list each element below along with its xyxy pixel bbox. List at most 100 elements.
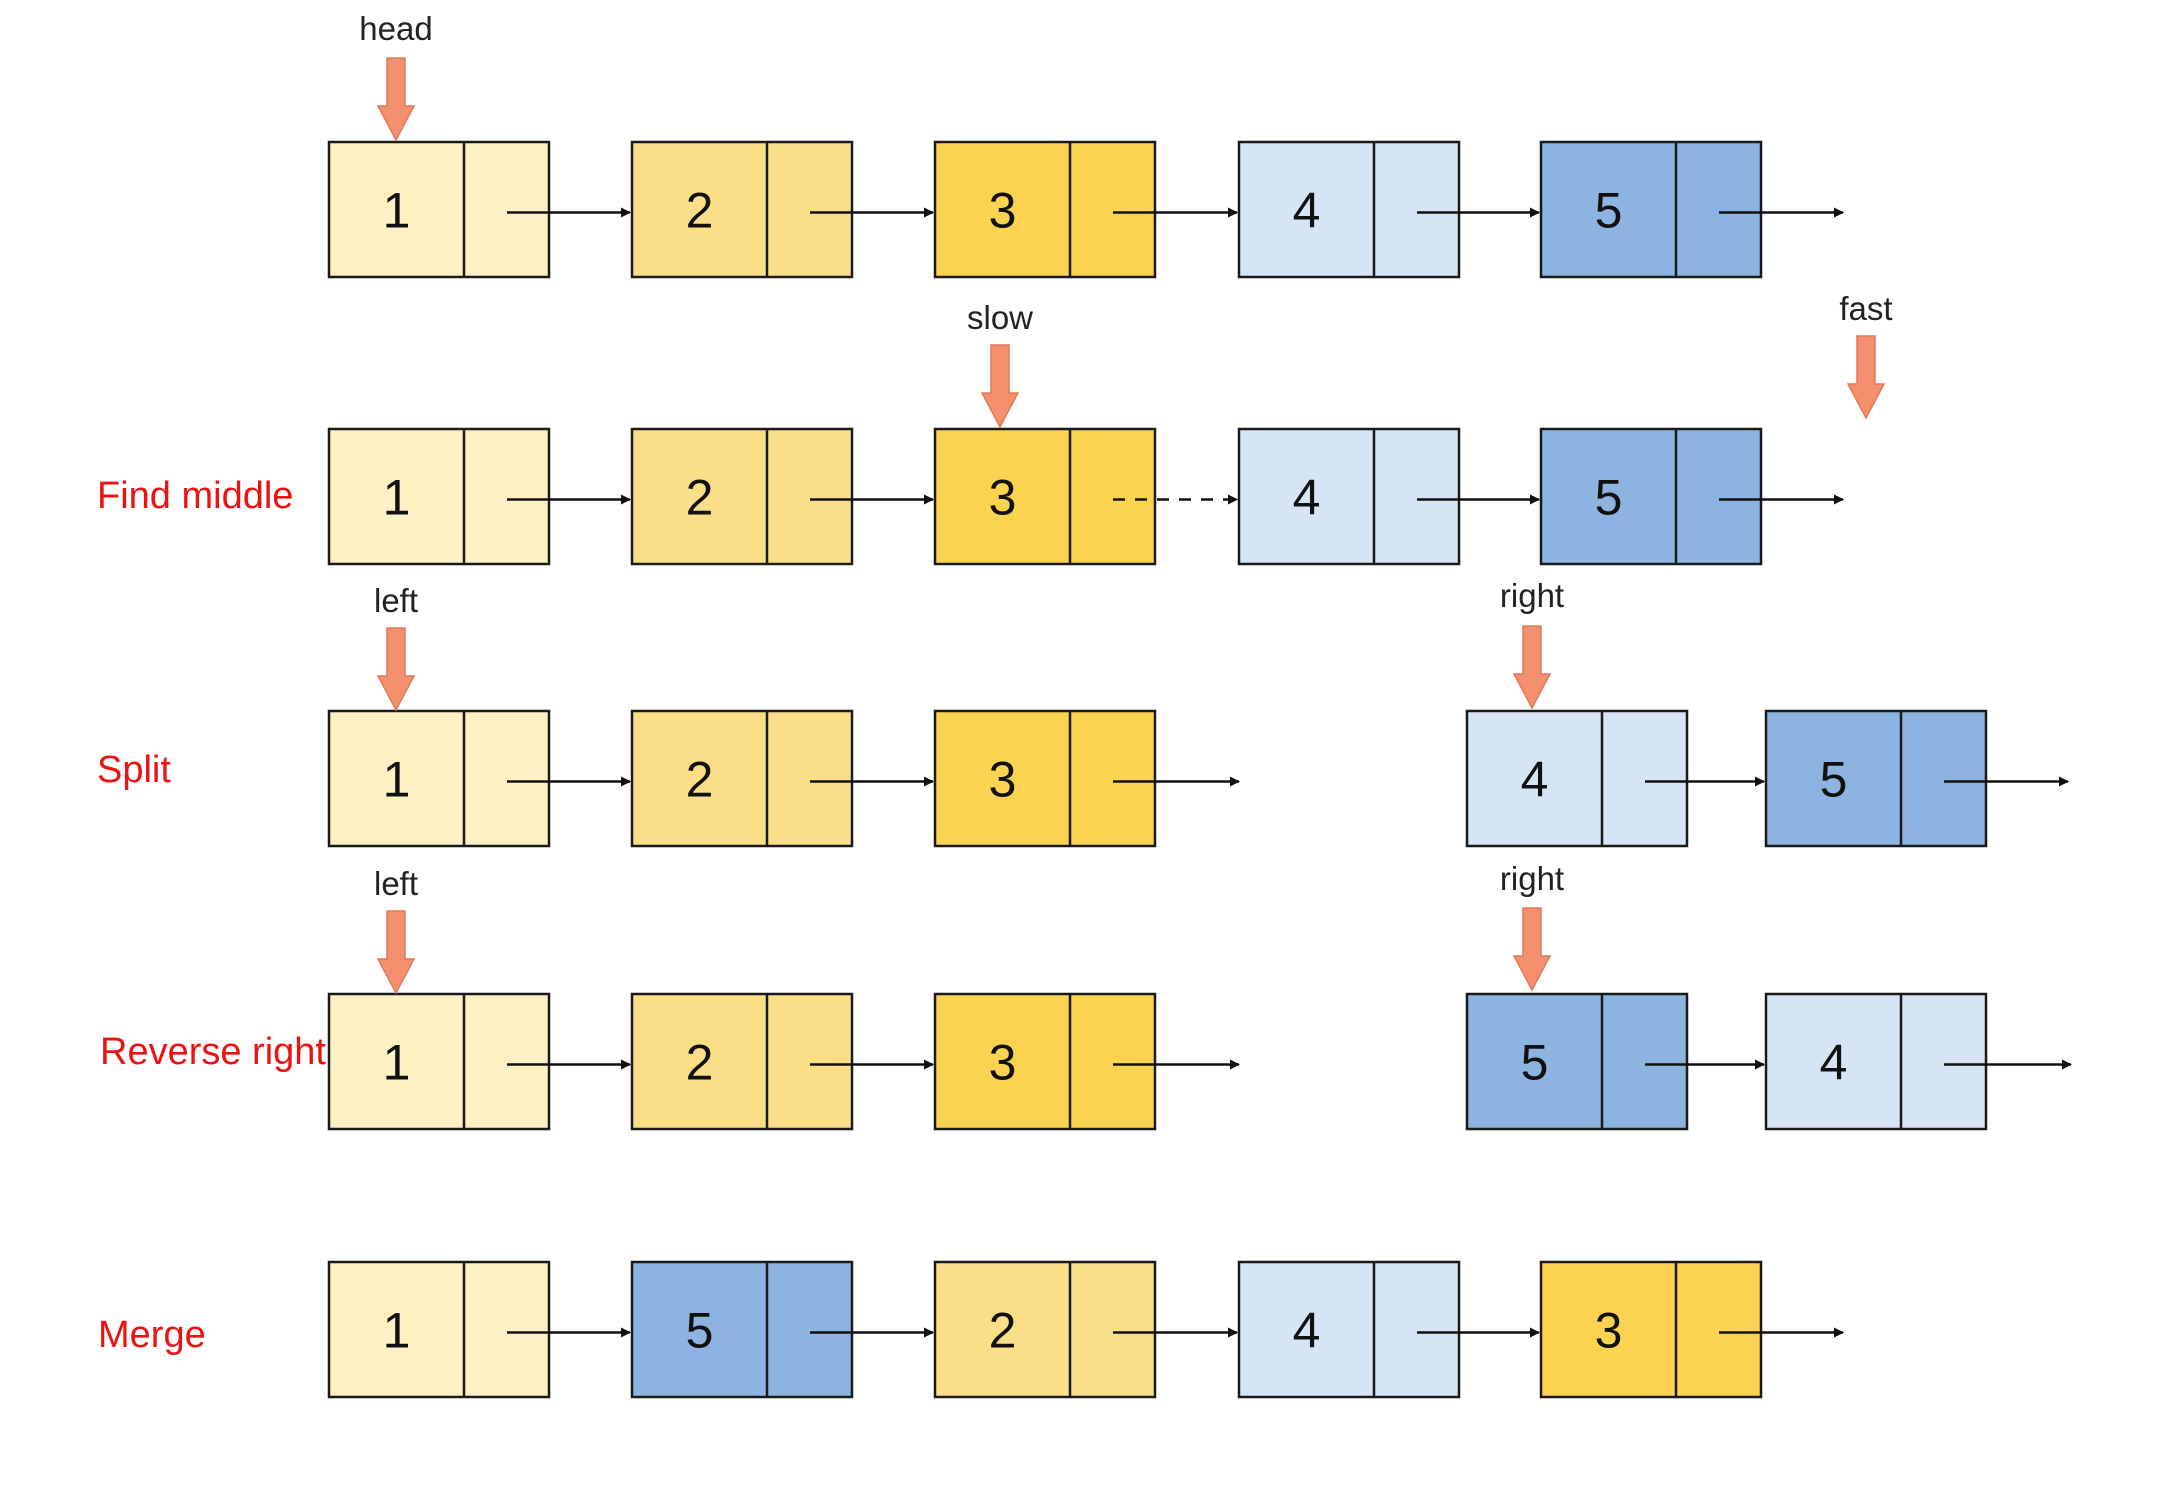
node-value: 1 bbox=[383, 183, 411, 239]
node-value: 5 bbox=[1820, 752, 1848, 808]
node-box bbox=[1539, 140, 1763, 279]
node-box bbox=[327, 709, 551, 848]
node-value: 1 bbox=[383, 1303, 411, 1359]
pointer-label-right: right bbox=[1500, 577, 1564, 614]
list-node: 1 bbox=[327, 140, 551, 279]
list-node: 4 bbox=[1237, 427, 1461, 566]
pointer-arrow-icon bbox=[376, 57, 416, 142]
node-value: 4 bbox=[1293, 470, 1321, 526]
node-box bbox=[630, 427, 854, 566]
list-node: 5 bbox=[1764, 709, 1988, 848]
pointer-label-left: left bbox=[374, 865, 418, 902]
node-value: 2 bbox=[989, 1303, 1017, 1359]
node-value: 2 bbox=[686, 752, 714, 808]
list-node: 3 bbox=[933, 427, 1157, 566]
pointer-arrow-icon bbox=[1846, 335, 1886, 420]
list-row: 1 2 3 4 5 bbox=[327, 140, 1763, 279]
pointer-arrow-icon bbox=[376, 627, 416, 712]
nodes-layer: 1 2 3 4 5 1 2 3 4 5 1 2 3 4 5 1 2 3 5 4 1 5 2 4 3 bbox=[327, 140, 1988, 1399]
node-box bbox=[933, 709, 1157, 848]
list-node: 3 bbox=[933, 992, 1157, 1131]
pointer-arrow-icon bbox=[1512, 907, 1552, 992]
node-value: 1 bbox=[383, 1035, 411, 1091]
pointers-layer bbox=[376, 57, 1886, 995]
node-value: 5 bbox=[1521, 1035, 1549, 1091]
list-node: 2 bbox=[630, 709, 854, 848]
node-box bbox=[327, 140, 551, 279]
node-value: 3 bbox=[989, 470, 1017, 526]
pointer-label-fast: fast bbox=[1839, 290, 1892, 327]
node-box bbox=[630, 992, 854, 1131]
node-value: 3 bbox=[989, 183, 1017, 239]
list-node: 5 bbox=[630, 1260, 854, 1399]
node-value: 3 bbox=[989, 752, 1017, 808]
list-node: 3 bbox=[1539, 1260, 1763, 1399]
pointer-arrow-icon bbox=[980, 344, 1020, 429]
node-box bbox=[630, 140, 854, 279]
node-box bbox=[1237, 427, 1461, 566]
node-box bbox=[1237, 1260, 1461, 1399]
step-label-find-middle: Find middle bbox=[97, 475, 293, 517]
pointer-label-right: right bbox=[1500, 860, 1564, 897]
node-box bbox=[630, 1260, 854, 1399]
node-value: 2 bbox=[686, 183, 714, 239]
node-value: 3 bbox=[989, 1035, 1017, 1091]
node-box bbox=[1237, 140, 1461, 279]
step-label-merge: Merge bbox=[98, 1314, 206, 1356]
list-node: 1 bbox=[327, 1260, 551, 1399]
node-box bbox=[933, 140, 1157, 279]
step-label-split: Split bbox=[97, 749, 171, 791]
list-node: 5 bbox=[1465, 992, 1689, 1131]
node-value: 3 bbox=[1595, 1303, 1623, 1359]
list-node: 4 bbox=[1764, 992, 1988, 1131]
list-node: 2 bbox=[933, 1260, 1157, 1399]
node-box bbox=[327, 427, 551, 566]
pointer-label-slow: slow bbox=[967, 299, 1033, 336]
node-value: 4 bbox=[1521, 752, 1549, 808]
node-value: 5 bbox=[1595, 183, 1623, 239]
node-value: 4 bbox=[1293, 1303, 1321, 1359]
node-value: 4 bbox=[1820, 1035, 1848, 1091]
list-node: 2 bbox=[630, 427, 854, 566]
list-node: 5 bbox=[1539, 140, 1763, 279]
node-value: 4 bbox=[1293, 183, 1321, 239]
node-box bbox=[1539, 427, 1763, 566]
node-box bbox=[1764, 709, 1988, 848]
node-box bbox=[1465, 992, 1689, 1131]
step-label-reverse-right: Reverse right bbox=[100, 1031, 326, 1073]
links-layer bbox=[507, 207, 2072, 1338]
pointer-arrow-icon bbox=[1512, 625, 1552, 710]
list-node: 2 bbox=[630, 992, 854, 1131]
node-box bbox=[630, 709, 854, 848]
list-node: 4 bbox=[1237, 140, 1461, 279]
list-node: 1 bbox=[327, 427, 551, 566]
node-value: 2 bbox=[686, 470, 714, 526]
node-box bbox=[1465, 709, 1689, 848]
list-node: 2 bbox=[630, 140, 854, 279]
node-value: 1 bbox=[383, 752, 411, 808]
list-row: 1 5 2 4 3 bbox=[327, 1260, 1763, 1399]
pointer-arrow-icon bbox=[376, 910, 416, 995]
node-box bbox=[1539, 1260, 1763, 1399]
list-node: 1 bbox=[327, 709, 551, 848]
node-value: 5 bbox=[1595, 470, 1623, 526]
node-box bbox=[327, 992, 551, 1131]
node-box bbox=[933, 1260, 1157, 1399]
node-box bbox=[933, 992, 1157, 1131]
node-box bbox=[933, 427, 1157, 566]
list-node: 3 bbox=[933, 709, 1157, 848]
list-node: 1 bbox=[327, 992, 551, 1131]
list-row: 1 2 3 4 5 bbox=[327, 427, 1763, 566]
list-row: 1 2 3 5 4 bbox=[327, 992, 1988, 1131]
node-value: 5 bbox=[686, 1303, 714, 1359]
pointer-label-head: head bbox=[359, 10, 432, 47]
node-value: 1 bbox=[383, 470, 411, 526]
list-node: 4 bbox=[1465, 709, 1689, 848]
node-box bbox=[327, 1260, 551, 1399]
list-node: 4 bbox=[1237, 1260, 1461, 1399]
node-box bbox=[1764, 992, 1988, 1131]
list-node: 3 bbox=[933, 140, 1157, 279]
list-row: 1 2 3 4 5 bbox=[327, 709, 1988, 848]
list-node: 5 bbox=[1539, 427, 1763, 566]
